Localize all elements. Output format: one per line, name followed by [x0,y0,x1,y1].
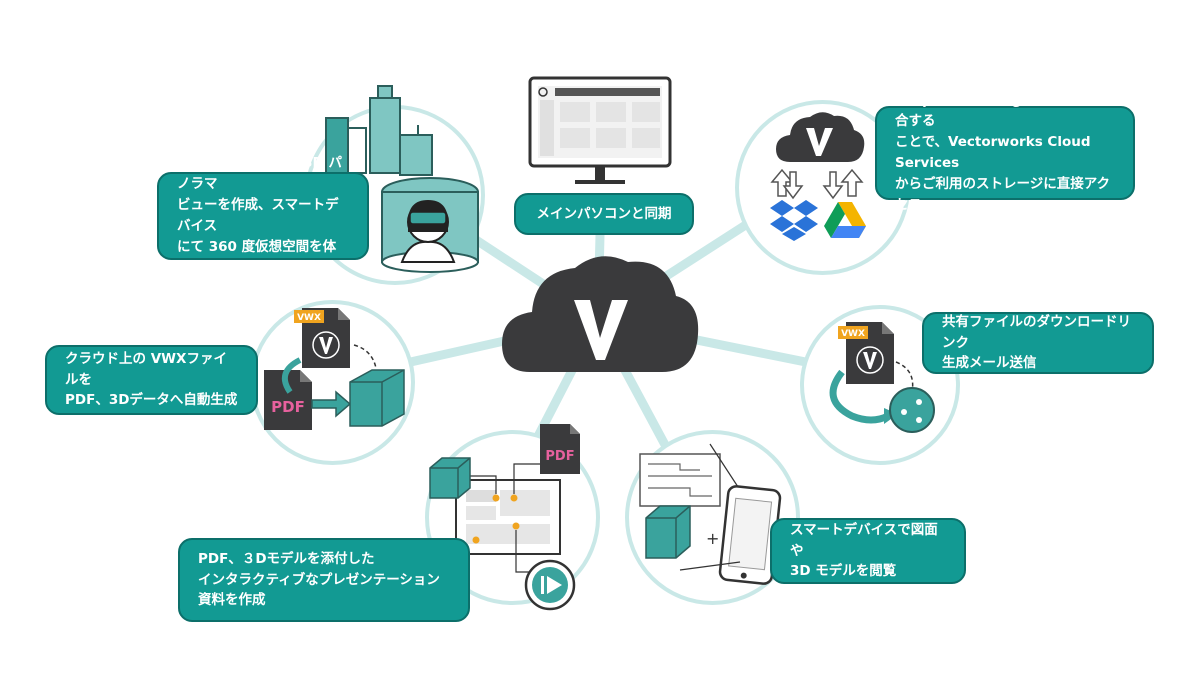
share-node-icon [889,387,935,433]
presentation-board-icon [455,463,561,573]
cube-icon-presentation [429,457,471,499]
smartphone-icon [718,485,782,585]
dashed-link-autogen [353,344,377,369]
feature-autogen: クラウド上の VWXファイルを PDF、3Dデータへ自動生成 [45,345,258,415]
pdf-file-icon-presentation: PDF [540,424,580,474]
google-drive-icon [824,202,866,238]
drawing-sheet-icon [639,443,741,507]
crosshair-icon: + [706,529,719,548]
curved-arrow-autogen [281,357,302,394]
circular-arrow-share [829,369,890,424]
sync-arrows-icon [770,168,864,200]
cube-icon-autogen [349,369,405,427]
pdf-file-icon-left: PDF [264,370,312,430]
feature-mobile: スマートデバイスで図面や 3D モデルを閲覧 [770,518,966,584]
storage-cloud-icon [776,112,865,162]
feature-sync: メインパソコンと同期 [514,193,694,235]
monitor-icon [528,76,672,184]
pdf-label-left: PDF [271,398,305,416]
central-cloud-icon [502,256,699,372]
buildings-icon [325,85,433,176]
pdf-label-presentation: PDF [545,449,574,464]
feature-panorama: VWX ファイルから 3D パノラマ ビューを作成、スマートデバイス にて 36… [157,155,369,276]
vwx-tag-share: VWX [841,329,865,339]
feature-share: 共有ファイルのダウンロードリンク 生成メール送信 [922,312,1154,374]
feature-storage: Dropbox や Google Drive と統合する ことで、Vectorw… [875,92,1135,213]
vwx-tag-left: VWX [297,313,321,323]
vwx-file-icon-left: VWX [294,308,350,368]
panorama-vr-icon [381,177,479,273]
cube-icon-mobile [645,505,691,559]
play-button-icon [524,559,576,611]
vwx-file-icon-share: VWX [838,322,894,384]
arrow-icon-autogen [311,390,352,418]
dropbox-icon [770,200,818,241]
feature-presentation: PDF、３Dモデルを添付した インタラクティブなプレゼンテーション 資料を作成 [178,538,470,622]
